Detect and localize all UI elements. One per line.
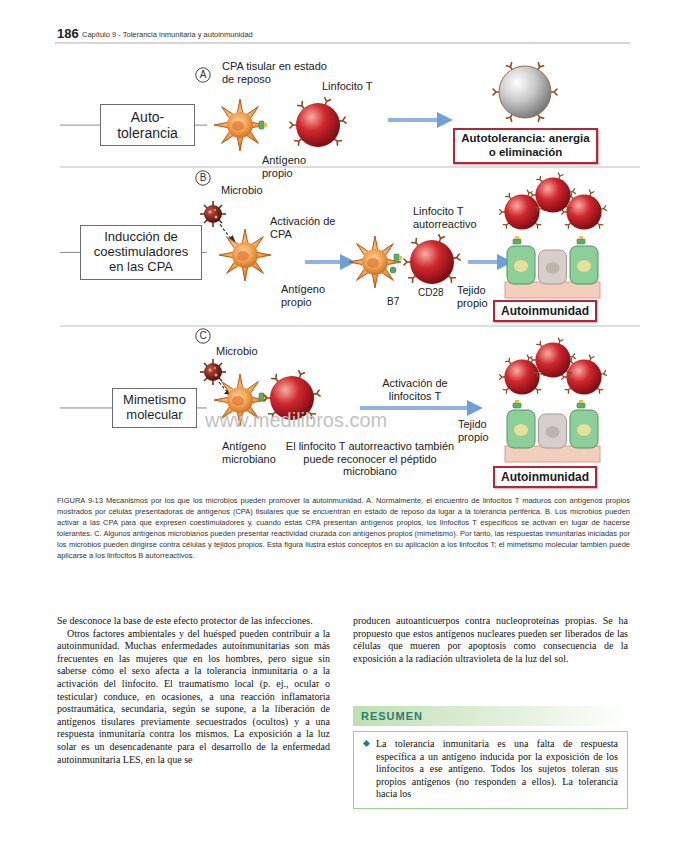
panel-letter: B	[195, 170, 211, 186]
outcome-box-text: Autoinmunidad	[499, 470, 591, 484]
panel-a-art	[290, 98, 346, 147]
cell-label: Microbio	[216, 345, 258, 358]
panel-divider	[60, 326, 640, 327]
molecule-label: CD28	[418, 287, 444, 299]
body-text: producen autoanticuerpos contra nucleopr…	[353, 615, 628, 665]
panel-letter-text: C	[195, 328, 211, 344]
summary-text: La tolerancia inmunitaria es una falta d…	[353, 731, 628, 809]
panel-b-art	[468, 260, 500, 264]
body-text: Otros factores ambientales y del huésped…	[57, 628, 330, 767]
cell-label: Antígeno propio	[281, 283, 337, 308]
note-label: El linfocito T autorreactivo también pue…	[285, 440, 455, 478]
panel-b-art	[200, 173, 606, 298]
bracket-rule	[202, 252, 207, 253]
cell-label: Microbio	[221, 184, 263, 197]
bracket-rule	[195, 125, 207, 126]
mechanism-box-text: Mimetismo molecular	[118, 393, 191, 423]
panel-b-art	[200, 201, 226, 227]
mechanism-box: Inducción de coestimuladores en las CPA	[80, 225, 202, 280]
panel-divider	[60, 167, 640, 326]
panel-a-art	[493, 63, 557, 121]
running-head: Capítulo 9 - Tolerancia inmunitaria y au…	[82, 31, 253, 40]
panel-c-art	[200, 359, 226, 385]
panel-b-art	[531, 173, 576, 212]
bracket-rule	[60, 407, 112, 408]
cell-label: Antígeno propio	[262, 154, 312, 179]
panel-b-art	[404, 235, 460, 284]
figure-caption: FIGURA 9-13 Mecanismos por los que los m…	[57, 495, 630, 561]
outcome-box: Autotolerancia: anergia o eliminación	[453, 128, 598, 164]
step-label: Activación de CPA	[270, 215, 340, 240]
outcome-box: Autoinmunidad	[493, 300, 597, 322]
bracket-rule	[197, 407, 207, 408]
panel-a-art	[388, 118, 440, 122]
tissue-label: Tejido propio	[457, 284, 503, 309]
letter-circle	[196, 329, 210, 343]
panel-letter: A	[195, 67, 211, 83]
panel-b-art	[219, 229, 271, 281]
mechanism-box-text: Auto-tolerancia	[106, 109, 189, 141]
panel-b-art	[394, 254, 402, 262]
cell-label: Linfocito T autorreactivo	[413, 205, 498, 230]
tissue-label: Tejido propio	[458, 418, 504, 443]
cell-label: Antígeno microbiano	[222, 440, 282, 465]
outcome-box-text: Autoinmunidad	[499, 304, 591, 318]
panel-letter-text: B	[195, 170, 211, 186]
panel-b-art	[505, 236, 600, 298]
panel-c-art	[505, 400, 600, 462]
outcome-box: Autoinmunidad	[493, 466, 597, 488]
panel-letter: C	[195, 328, 211, 344]
letter-circle	[196, 171, 210, 185]
letter-circle	[196, 68, 210, 82]
panel-b-art	[305, 260, 343, 264]
header-rule	[55, 43, 630, 44]
page-number: 186	[57, 27, 79, 42]
panel-letter-text: A	[195, 67, 211, 83]
panel-b-art	[390, 267, 396, 273]
bullet	[363, 740, 370, 747]
panel-divider	[60, 167, 640, 168]
panel-a-art	[214, 99, 266, 151]
summary-heading: RESUMEN	[353, 706, 628, 726]
panel-c-art	[531, 338, 576, 377]
cell-label: Linfocito T	[322, 80, 373, 93]
bracket-rule	[60, 125, 100, 126]
summary-box: RESUMEN La tolerancia inmunitaria es una …	[353, 706, 628, 809]
bracket-rule	[60, 252, 80, 253]
watermark: www.medilibros.com	[205, 409, 387, 432]
panel-a-art	[259, 121, 267, 129]
body-text: Se desconoce la base de este efecto prot…	[57, 615, 330, 628]
outcome-box-text: Autotolerancia: anergia o eliminación	[459, 132, 592, 160]
mechanism-box-text: Inducción de coestimuladores en las CPA	[86, 230, 196, 275]
step-label: Activación de linfocitos T	[360, 377, 470, 402]
mechanism-box: Auto-tolerancia	[100, 104, 195, 146]
cell-label: CPA tisular en estado de reposo	[222, 60, 327, 85]
panel-b-art	[220, 224, 233, 240]
text-column: Se desconoce la base de este efecto prot…	[57, 615, 330, 766]
panel-b-art	[349, 236, 401, 288]
molecule-label: B7	[387, 296, 399, 308]
mechanism-box: Mimetismo molecular	[112, 388, 197, 428]
